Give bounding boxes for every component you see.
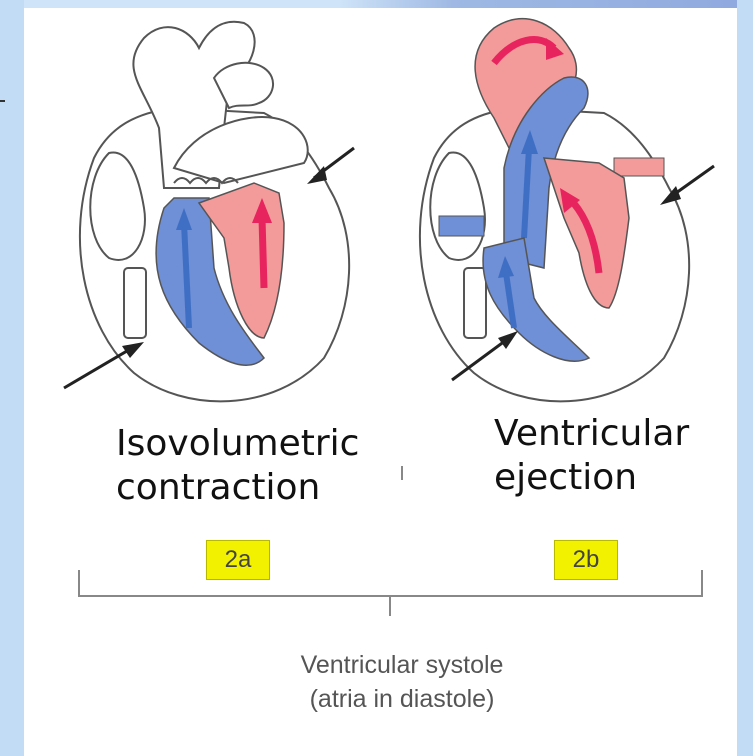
flow-arrow-icon <box>262 218 264 288</box>
heart-diagrams <box>24 8 737 756</box>
frame-mark <box>0 100 5 102</box>
separator-tick <box>401 466 403 480</box>
heart-2a-vena-cava <box>124 268 146 338</box>
slide-frame-right <box>737 0 753 756</box>
phase-2a-badge: 2a <box>206 540 270 580</box>
pointer-arrow-icon <box>64 348 132 388</box>
heart-2b-left-atrium-blood <box>614 158 664 176</box>
ventricular-ejection-label: Ventricular ejection <box>494 412 689 500</box>
heart-2b-vena-cava <box>464 268 486 338</box>
slide-panel: Isovolumetric contraction Ventricular ej… <box>24 8 737 756</box>
ventricular-systole-caption: Ventricular systole (atria in diastole) <box>224 648 580 716</box>
isovolumetric-contraction-label: Isovolumetric contraction <box>116 422 359 510</box>
phase-2b-badge: 2b <box>554 540 618 580</box>
slide-frame-left <box>0 0 24 756</box>
heart-2b-atrium-blood <box>439 216 484 236</box>
